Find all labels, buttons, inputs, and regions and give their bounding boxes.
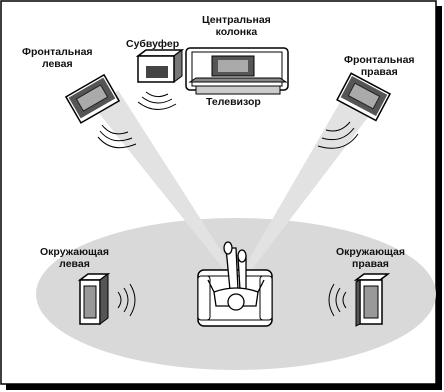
subwoofer-speaker <box>135 49 185 83</box>
listener-person <box>207 241 265 311</box>
label-surround-left: Окружающая левая <box>40 246 109 270</box>
label-subwoofer: Субвуфер <box>126 38 179 50</box>
front-right-sound-waves <box>317 121 359 149</box>
label-center-line1: Центральная <box>202 14 271 26</box>
label-front-right-line2: правая <box>360 66 398 78</box>
surround-left-sound-waves <box>117 283 136 317</box>
label-tv-text: Телевизор <box>206 96 261 108</box>
label-center: Центральная колонка <box>202 14 271 38</box>
label-surround-left-line2: левая <box>59 258 90 270</box>
surround-right-speaker <box>353 273 391 327</box>
label-surround-left-line1: Окружающая <box>40 246 109 258</box>
label-front-right: Фронтальная правая <box>344 54 415 78</box>
sound-cone-left <box>98 90 232 272</box>
front-left-sound-waves <box>97 124 137 149</box>
surround-right-sound-waves <box>328 283 347 317</box>
label-center-line2: колонка <box>215 26 258 38</box>
label-subwoofer-text: Субвуфер <box>126 38 180 50</box>
label-front-left-line1: Фронтальная <box>22 46 93 58</box>
label-surround-right-line2: правая <box>352 258 389 270</box>
subwoofer-sound-waves <box>137 91 177 110</box>
label-front-left-line2: левая <box>41 58 73 70</box>
front-right-speaker <box>336 72 392 122</box>
surround-left-speaker <box>77 273 111 325</box>
label-surround-right-line1: Окружающая <box>336 246 405 258</box>
label-surround-right: Окружающая правая <box>336 246 405 270</box>
label-front-right-line1: Фронтальная <box>344 54 415 66</box>
label-tv: Телевизор <box>206 96 261 108</box>
sound-cone-right <box>244 92 372 272</box>
center-speaker-tv <box>185 47 289 95</box>
front-left-speaker <box>64 73 121 124</box>
label-front-left: Фронтальная левая <box>22 46 93 70</box>
